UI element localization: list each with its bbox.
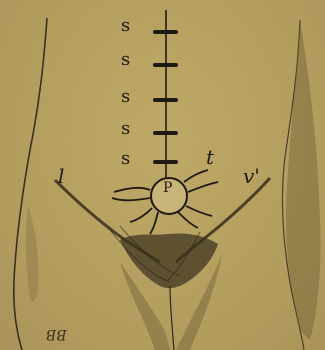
ligature-left-down <box>130 208 152 222</box>
left-hip-shading <box>26 205 39 302</box>
ligature-right-up <box>184 170 208 182</box>
suture-label-5: s <box>121 150 130 168</box>
ligature-right <box>188 182 218 192</box>
suture-label-3: s <box>121 88 130 106</box>
suture-label-1: s <box>121 17 130 35</box>
pubic-region <box>120 233 218 288</box>
label-t: t <box>206 147 214 167</box>
ligature-down-right <box>178 212 198 228</box>
label-v: v' <box>243 166 260 186</box>
midline-cleft <box>170 286 174 350</box>
engraver-signature: BB <box>46 327 67 341</box>
suture-label-2: s <box>121 51 130 69</box>
ligature-down-left <box>150 212 158 234</box>
pedicle-label: P <box>163 181 172 195</box>
suture-label-4: s <box>121 120 130 138</box>
ligature-left-upper <box>114 188 150 192</box>
ligature-right-down <box>186 206 212 216</box>
ligature-left-lower <box>112 198 150 200</box>
left-label-l: l <box>58 166 64 186</box>
